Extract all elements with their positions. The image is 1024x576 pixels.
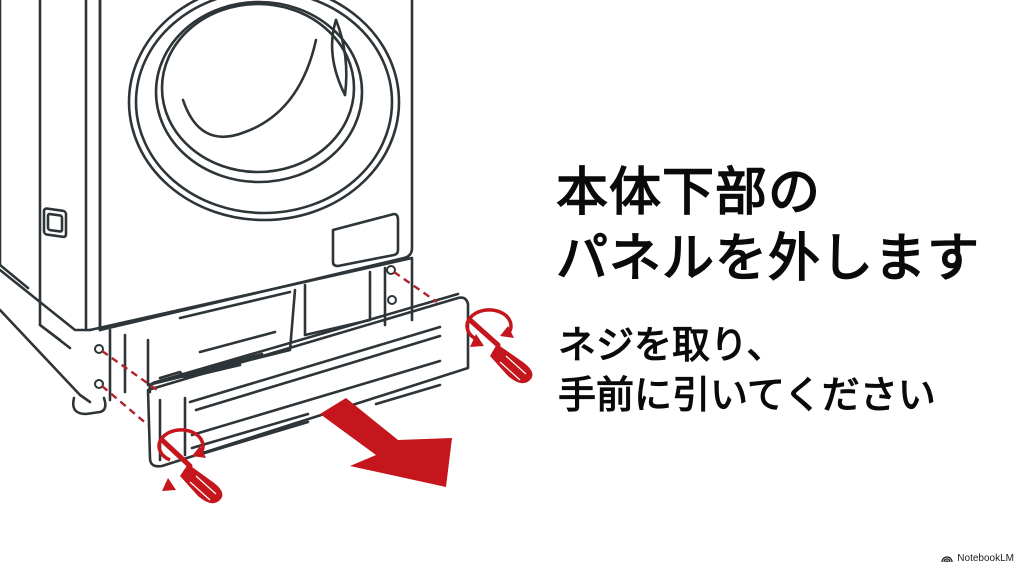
lower-panel: [146, 292, 470, 468]
title-line-1: 本体下部の: [556, 163, 822, 223]
screwdriver-icon-right: [465, 308, 533, 384]
washer-door: [127, 0, 401, 222]
alignment-guides: [101, 271, 438, 426]
washer-panel-illustration: [0, 0, 533, 504]
washer-body: [0, 0, 414, 404]
notebooklm-watermark: NotebookLM: [941, 553, 1014, 564]
washer-base: [71, 256, 414, 416]
instruction-line-1: ネジを取り、: [558, 323, 785, 367]
instruction-text: ネジを取り、 手前に引いてください: [558, 320, 936, 420]
instruction-line-2: 手前に引いてください: [558, 373, 936, 417]
screwdriver-icon-left: [157, 428, 223, 504]
title-line-2: パネルを外します: [556, 229, 981, 289]
notebooklm-logo-icon: [941, 556, 953, 563]
screw-holes: [94, 265, 397, 389]
brand-label: NotebookLM: [957, 553, 1014, 564]
slide-title: 本体下部の パネルを外します: [556, 160, 980, 292]
pull-arrow-icon: [320, 398, 452, 487]
